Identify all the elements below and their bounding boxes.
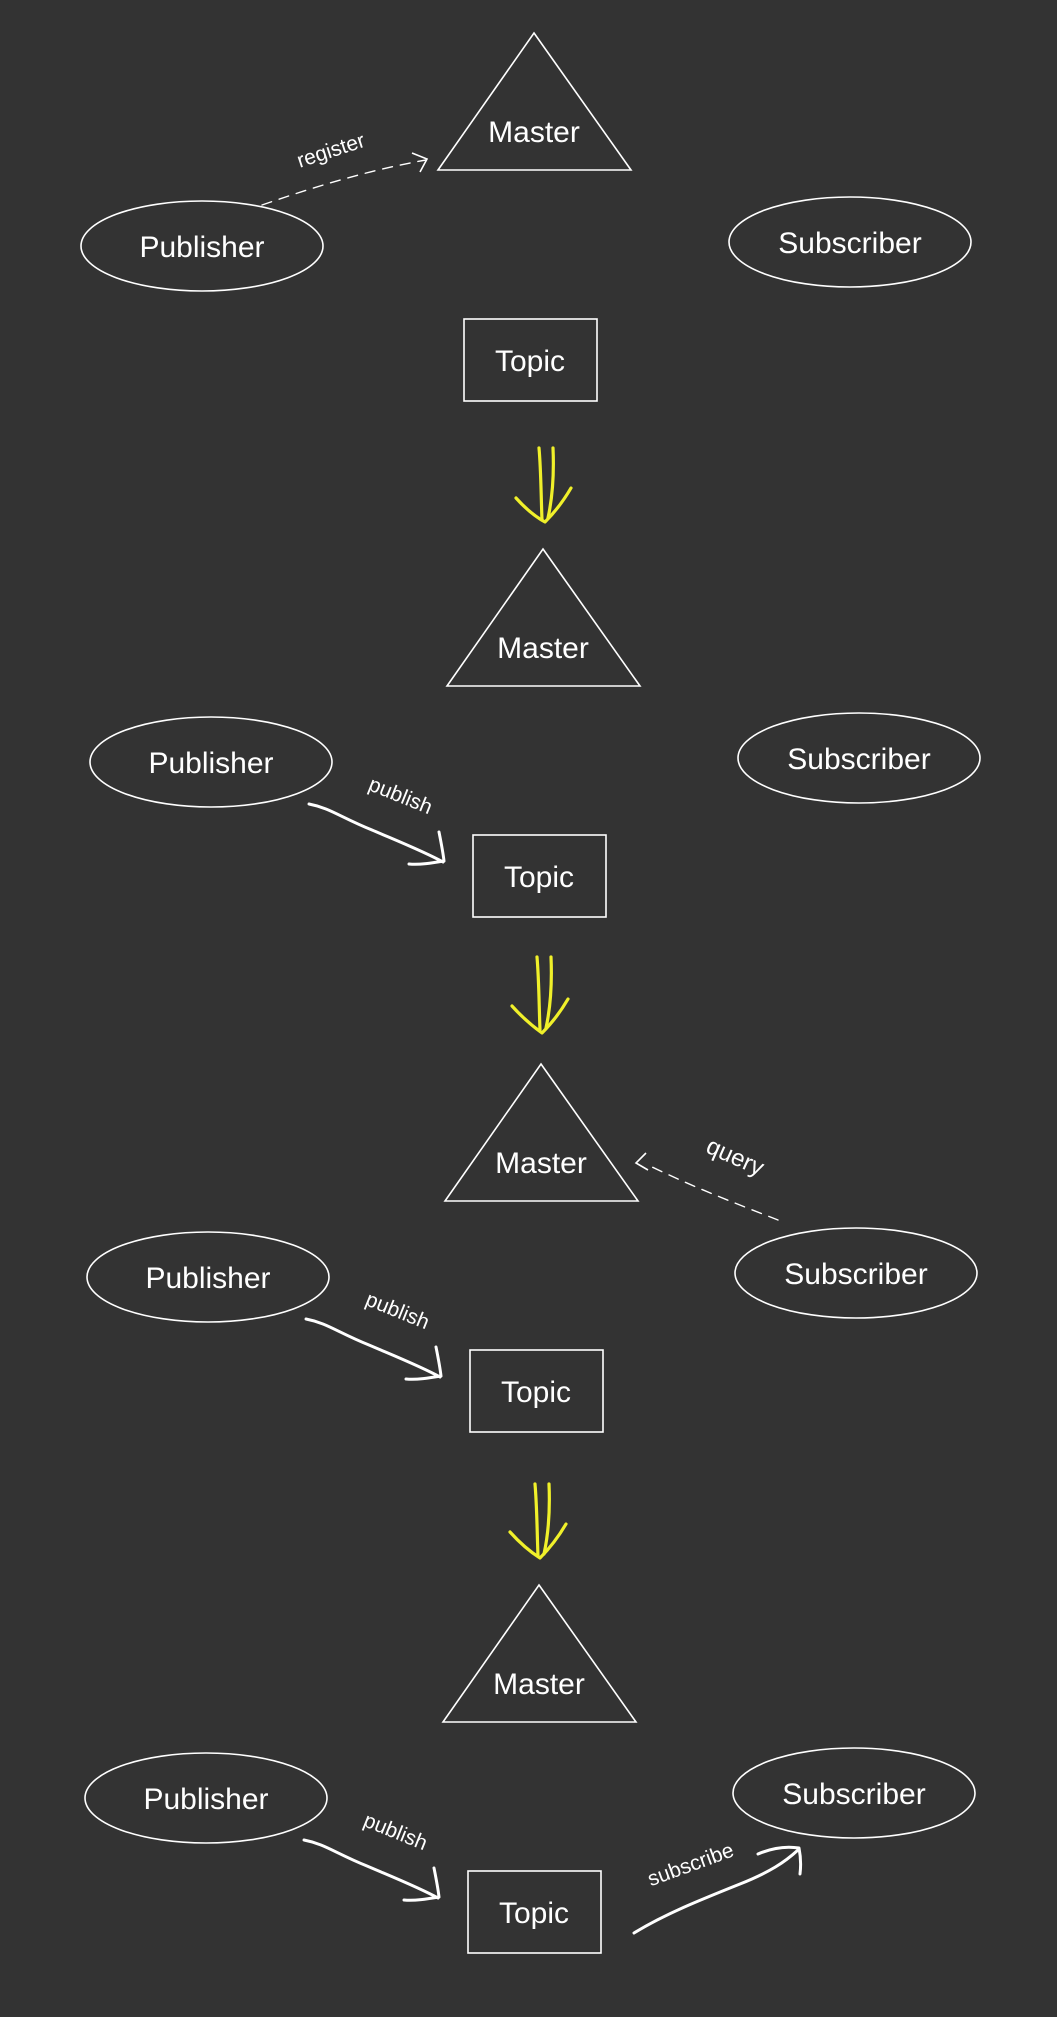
master-triangle — [436, 31, 633, 171]
subscriber-label: Subscriber — [782, 1778, 925, 1811]
publisher-node: Publisher — [80, 200, 324, 292]
master-triangle — [441, 1583, 638, 1723]
publisher-node: Publisher — [86, 1231, 330, 1323]
subscriber-node: Subscriber — [728, 196, 972, 288]
publisher-label: Publisher — [139, 231, 264, 264]
subscriber-ellipse — [737, 712, 981, 804]
subscriber-ellipse — [728, 196, 972, 288]
subscriber-node: Subscriber — [737, 712, 981, 804]
topic-box — [469, 1349, 604, 1433]
query-label: query — [702, 1133, 768, 1182]
master-node: Master — [445, 547, 642, 687]
publish-arrow-line — [307, 802, 445, 864]
master-triangle — [445, 547, 642, 687]
publisher-node: Publisher — [89, 716, 333, 808]
topic-label: Topic — [499, 1897, 569, 1930]
master-label: Master — [497, 632, 589, 665]
publisher-label: Publisher — [148, 747, 273, 780]
topic-box — [463, 318, 598, 402]
publish-arrow-head — [404, 1345, 443, 1381]
publisher-node: Publisher — [84, 1752, 328, 1844]
topic-node: Topic — [463, 318, 598, 402]
subscribe-edge: subscribe — [632, 1839, 803, 1935]
publish-edge: publish — [302, 1809, 441, 1902]
panel-1: Master Publisher Subscriber Topic regist… — [80, 31, 972, 402]
transition-arrow-3 — [508, 1482, 568, 1560]
subscriber-label: Subscriber — [778, 227, 921, 260]
publisher-ellipse — [80, 200, 324, 292]
subscribe-label: subscribe — [645, 1839, 737, 1891]
topic-node: Topic — [469, 1349, 604, 1433]
topic-label: Topic — [495, 345, 565, 378]
publish-edge: publish — [304, 1288, 443, 1381]
topic-box — [467, 1870, 602, 1954]
subscriber-ellipse — [734, 1227, 978, 1319]
topic-node: Topic — [467, 1870, 602, 1954]
publisher-ellipse — [84, 1752, 328, 1844]
publish-edge: publish — [307, 773, 446, 866]
query-edge: query — [634, 1133, 779, 1221]
publish-arrow-head — [402, 1866, 441, 1902]
register-arrow-head — [411, 152, 429, 173]
transition-arrow-1 — [514, 446, 573, 524]
publisher-label: Publisher — [145, 1262, 270, 1295]
publish-arrow-line — [304, 1317, 442, 1379]
publish-label: publish — [360, 1809, 430, 1855]
publisher-label: Publisher — [143, 1783, 268, 1816]
transition-arrow-2 — [510, 955, 570, 1035]
publisher-ellipse — [89, 716, 333, 808]
publish-arrow-head — [407, 830, 446, 866]
query-arrow-line — [649, 1165, 779, 1221]
publish-label: publish — [362, 1288, 432, 1334]
topic-label: Topic — [504, 861, 574, 894]
subscribe-arrow-head — [756, 1845, 803, 1876]
query-arrow-head — [634, 1152, 649, 1171]
panel-2: Master Publisher Subscriber Topic publis… — [89, 547, 981, 918]
master-label: Master — [495, 1147, 587, 1180]
publisher-ellipse — [86, 1231, 330, 1323]
subscribe-arrow-line — [632, 1848, 800, 1935]
master-node: Master — [443, 1062, 640, 1202]
register-arrow-line — [261, 159, 427, 206]
register-edge: register — [261, 129, 429, 206]
master-triangle — [443, 1062, 640, 1202]
subscriber-node: Subscriber — [732, 1747, 976, 1839]
master-label: Master — [488, 116, 580, 149]
subscriber-label: Subscriber — [784, 1258, 927, 1291]
subscriber-node: Subscriber — [734, 1227, 978, 1319]
master-node: Master — [436, 31, 633, 171]
topic-box — [472, 834, 607, 918]
topic-label: Topic — [501, 1376, 571, 1409]
publish-arrow-line — [302, 1838, 440, 1900]
panel-4: Master Publisher Subscriber Topic publis… — [84, 1583, 976, 1954]
master-label: Master — [493, 1668, 585, 1701]
subscriber-ellipse — [732, 1747, 976, 1839]
subscriber-label: Subscriber — [787, 743, 930, 776]
publish-label: publish — [365, 773, 435, 819]
master-node: Master — [441, 1583, 638, 1723]
topic-node: Topic — [472, 834, 607, 918]
register-label: register — [294, 129, 368, 173]
panel-3: Master Publisher Subscriber Topic publis… — [86, 1062, 978, 1433]
